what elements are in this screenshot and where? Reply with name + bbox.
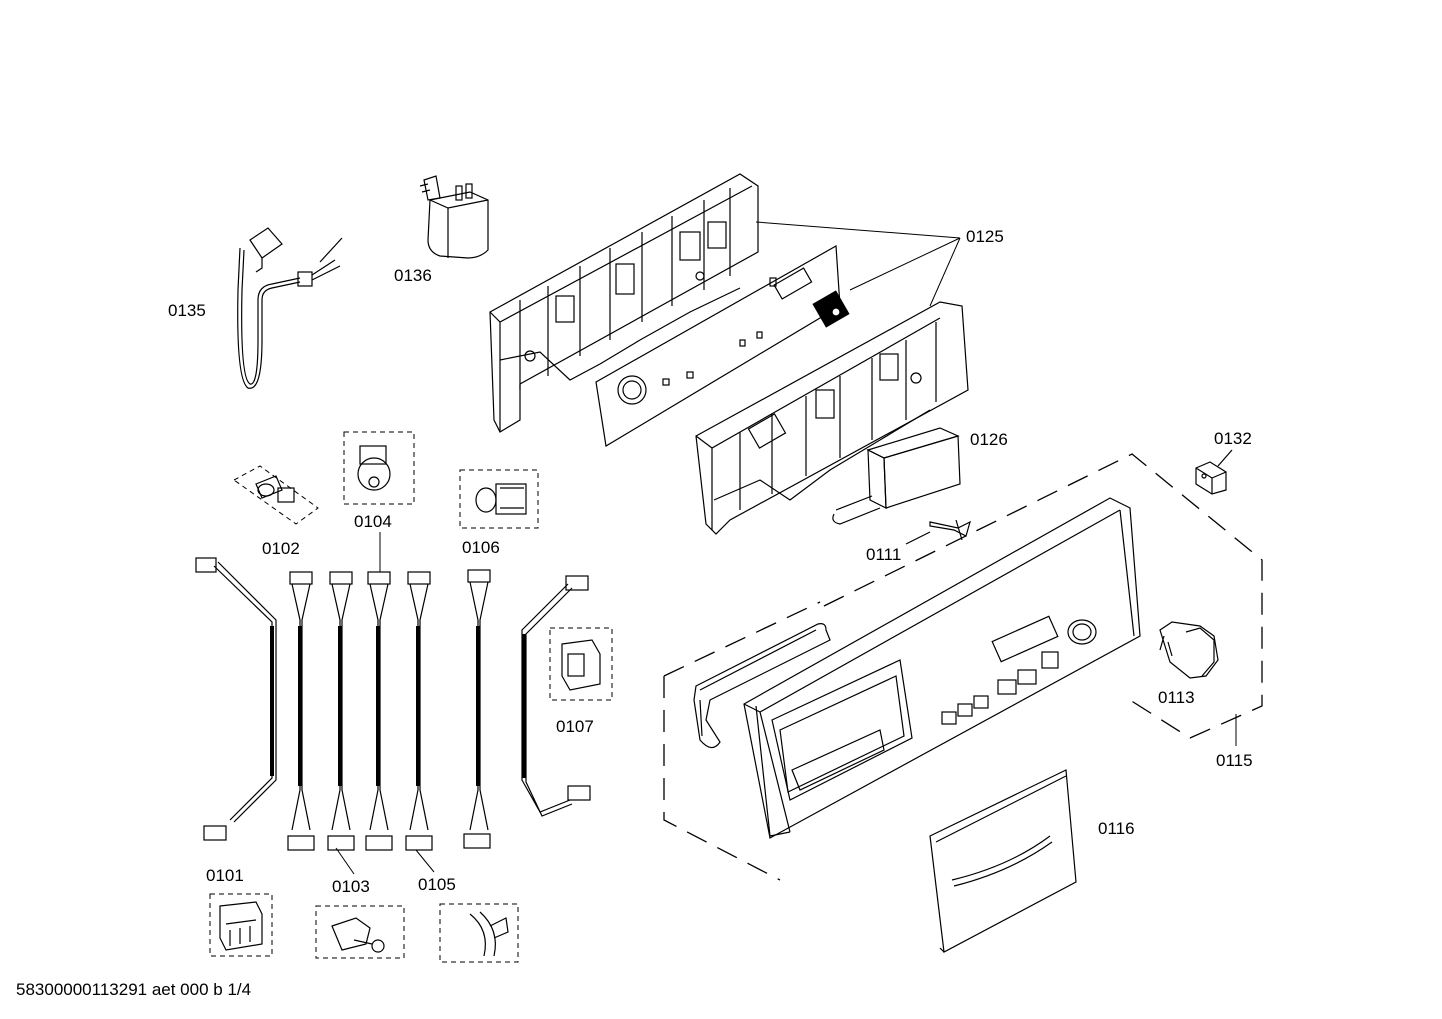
power-cord-0135 (237, 227, 343, 389)
label-0102: 0102 (262, 539, 300, 558)
label-0126: 0126 (970, 430, 1008, 449)
label-0103: 0103 (332, 877, 370, 896)
label-0107: 0107 (556, 717, 594, 736)
assembly-outline-0115 (663, 453, 1263, 881)
label-0111: 0111 (866, 545, 901, 564)
filter-0136 (419, 175, 489, 259)
wiring-harness-0104 (365, 571, 393, 851)
wiring-harness-0105b (463, 569, 491, 849)
label-0104: 0104 (354, 512, 392, 531)
wiring-harness-0103a (287, 571, 315, 851)
label-0105: 0105 (418, 875, 456, 894)
leader-0105 (415, 849, 435, 873)
leader-0125 (755, 221, 961, 307)
wiring-harness-0101 (195, 557, 277, 841)
selector-knob-0113 (1159, 621, 1219, 679)
control-frame-upper-0125 (489, 173, 759, 433)
component-0107 (549, 627, 613, 701)
label-0116: 0116 (1098, 819, 1135, 838)
component-0101-connector (209, 893, 273, 957)
gasket-0115 (693, 623, 831, 749)
label-0135: 0135 (168, 301, 206, 320)
label-0101: 0101 (206, 866, 244, 885)
label-0132: 0132 (1214, 429, 1252, 448)
label-0106: 0106 (462, 538, 500, 557)
component-0102 (233, 465, 319, 525)
component-0103-valve (315, 905, 405, 959)
wiring-harness-0107 (521, 575, 591, 817)
label-0115: 0115 (1216, 751, 1253, 770)
drawer-panel-0116 (929, 769, 1077, 953)
document-id-footer: 58300000113291 aet 000 b 1/4 (16, 980, 252, 999)
clip-0132 (1195, 449, 1233, 495)
component-0106 (459, 469, 539, 529)
label-0136: 0136 (394, 266, 432, 285)
wiring-harness-0105a (405, 571, 433, 851)
light-pipe-0111 (905, 519, 971, 545)
leader-0103 (335, 847, 355, 875)
control-panel-fascia-0115 (743, 497, 1141, 839)
control-frame-lower-0125 (695, 301, 969, 535)
label-0125: 0125 (966, 227, 1004, 246)
component-0104 (343, 431, 415, 505)
label-0113: 0113 (1158, 688, 1195, 707)
circuit-board-0125 (595, 245, 850, 447)
wiring-harness-0103b (327, 571, 355, 851)
display-module-0126 (832, 427, 961, 525)
component-0105-sensor (439, 903, 519, 963)
